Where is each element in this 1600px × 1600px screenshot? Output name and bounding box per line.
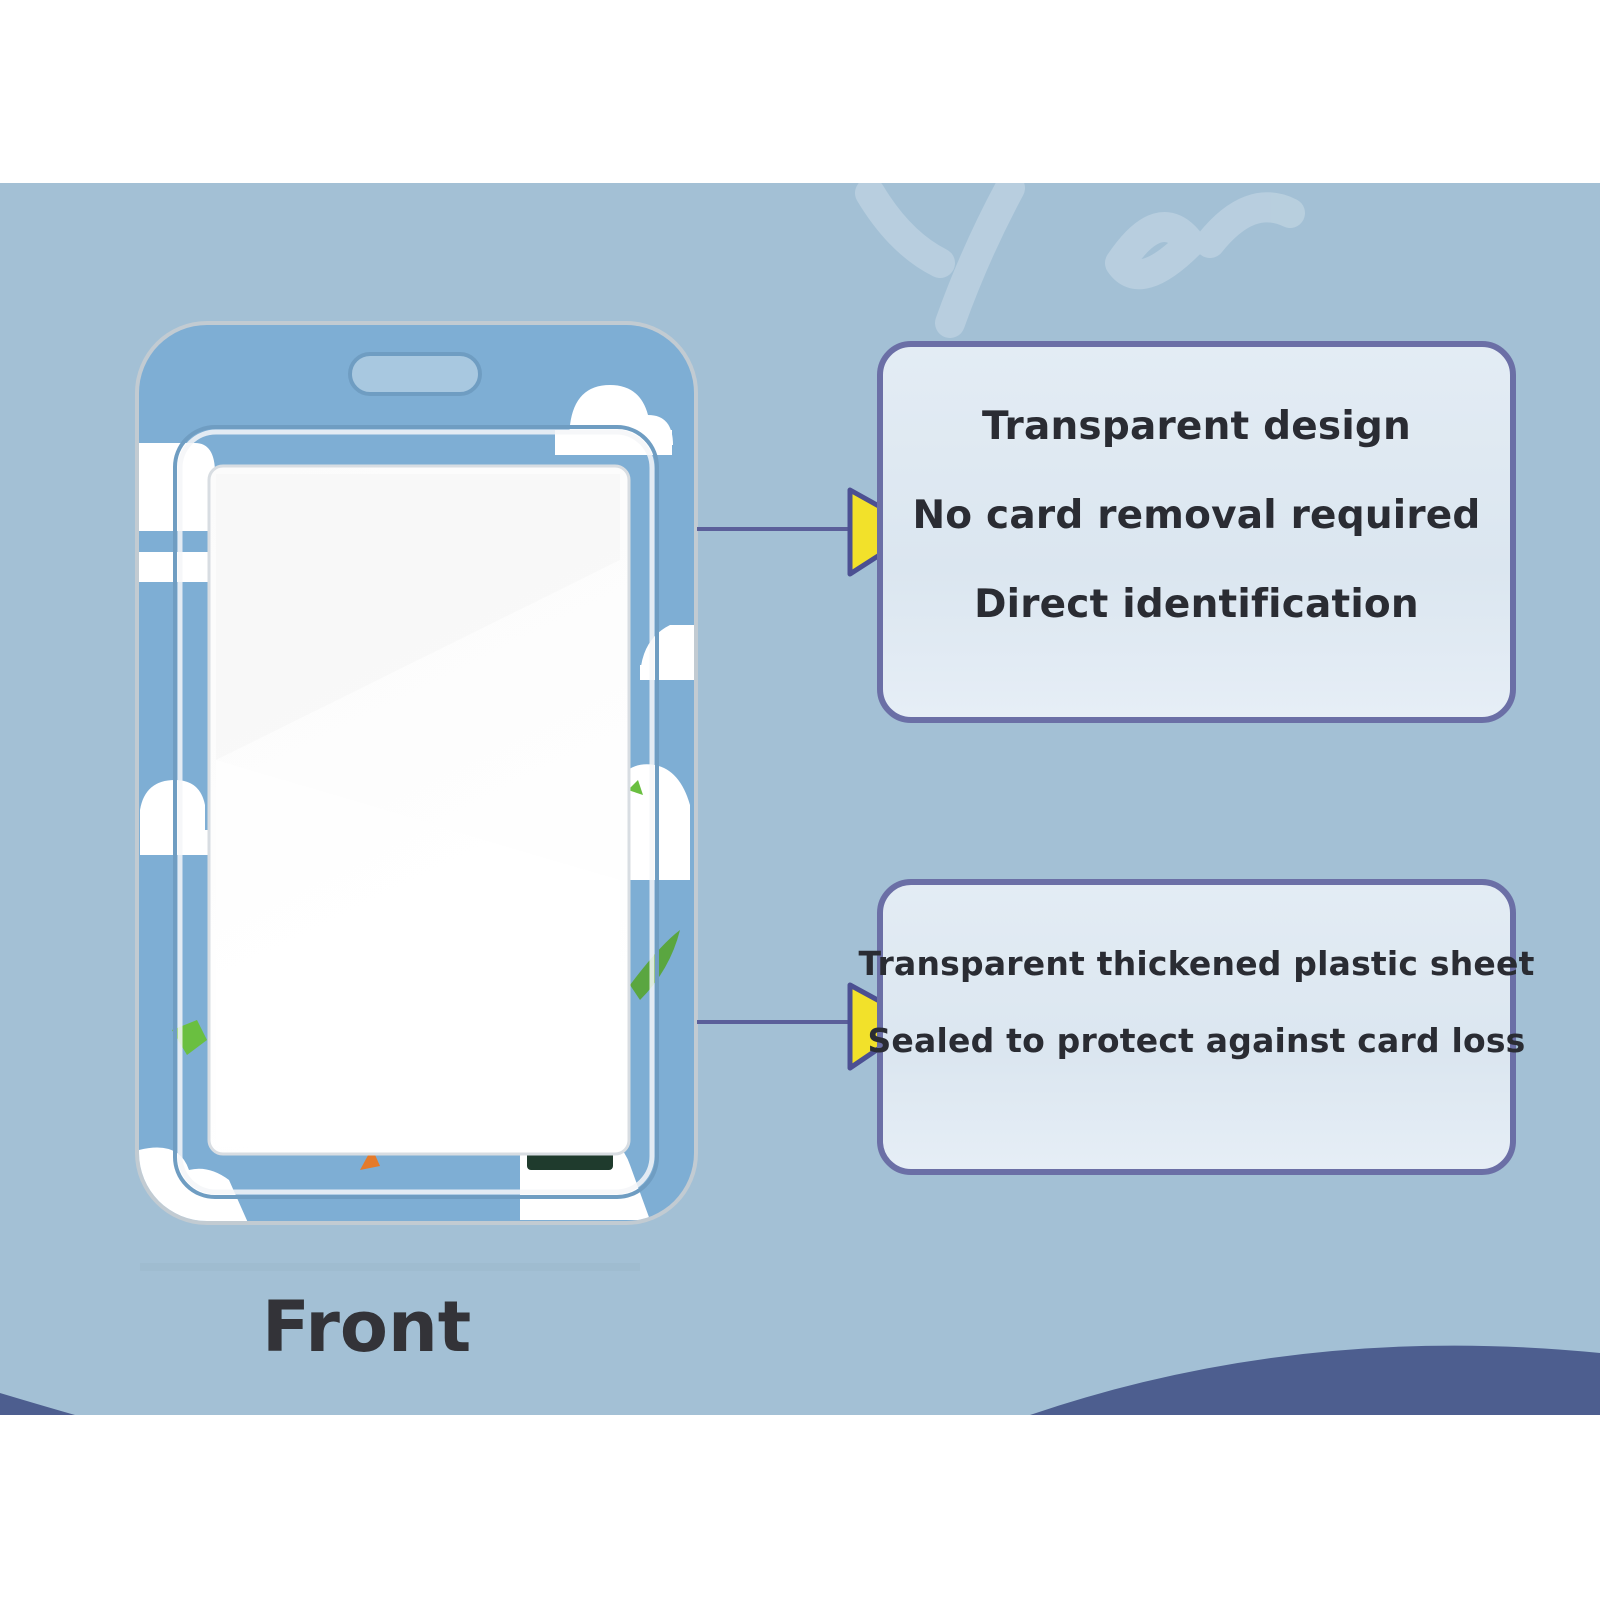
lanyard-slot [348,352,482,396]
orange-accent-icon [360,1148,380,1170]
inner-frame-ridge [173,425,659,1199]
window-glare-top [216,474,620,760]
feature-callout-bottom: Transparent thickened plastic sheet Seal… [858,879,1534,1175]
inner-frame-highlight [177,429,655,1195]
banner-decoration [0,183,1600,1415]
feature-line: Transparent thickened plastic sheet [858,944,1535,983]
feature-line: Direct identification [974,582,1419,627]
feature-line: Transparent design [982,404,1411,449]
watermark-brush-strokes [855,183,1305,338]
bottom-wave-left [0,1393,75,1415]
feature-callout-top: Transparent design No card removal requi… [877,341,1516,723]
feature-line: No card removal required [912,493,1481,538]
feature-line: Sealed to protect against card loss [867,1021,1526,1060]
bottom-wave-right [1030,1345,1600,1415]
window-glare [216,760,620,1146]
view-label-front: Front [262,1286,472,1368]
floor-shadow [140,1263,640,1271]
